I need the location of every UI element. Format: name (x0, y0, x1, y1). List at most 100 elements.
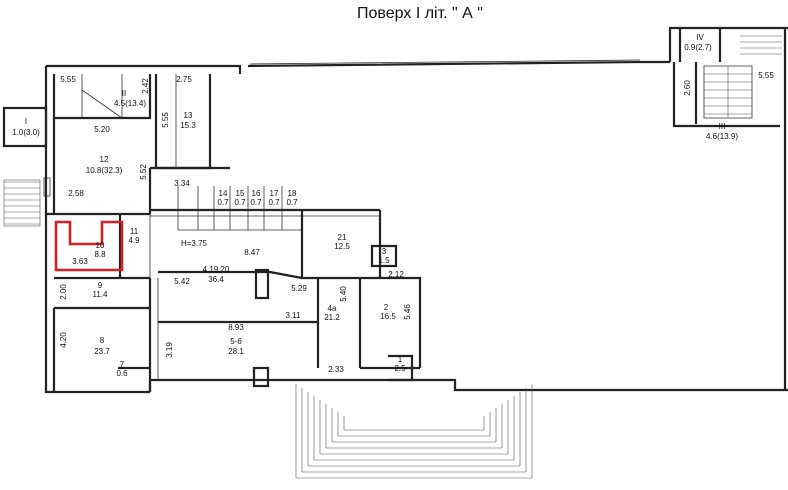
room-area: 23.7 (94, 347, 110, 356)
room-number: 9 (98, 281, 103, 290)
room-number: 1 (398, 355, 403, 364)
dim-label: 2.33 (328, 365, 344, 374)
room-labels: I 1.0(3.0) II 4.5(13.4) 13 15.3 12 10.8(… (12, 33, 738, 378)
room-number: 14 (219, 189, 228, 198)
room-number: 7 (120, 360, 125, 369)
stall-16: 16 0.7 (250, 189, 262, 207)
outer-walls (44, 26, 788, 394)
room-number: 21 (338, 233, 347, 242)
room-number: 18 (288, 189, 297, 198)
room-5-6: 5-6 28.1 (228, 337, 244, 356)
room-area: 28.1 (228, 347, 244, 356)
interior-walls (46, 28, 782, 392)
dim-label: 3.63 (72, 257, 88, 266)
room-area: 4.5(13.4) (114, 99, 146, 108)
dimension-labels: 5.55 2.42 2.75 5.55 5.20 5.52 3.34 2.5 8 … (59, 71, 774, 374)
front-steps (295, 384, 533, 479)
room-number: 17 (270, 189, 279, 198)
room-number: 10 (96, 241, 105, 250)
room-8: 8 23.7 (94, 336, 110, 356)
room-area: 0.9(2.7) (684, 43, 712, 52)
dim-label: 5.42 (174, 277, 190, 286)
room-area: 0.6 (116, 369, 128, 378)
room-area: 15.3 (180, 121, 196, 130)
room-9: 9 11.4 (93, 281, 109, 299)
room-21: 21 12.5 (334, 233, 350, 251)
room-number: 8 (100, 336, 105, 345)
room-2: 2 16.5 (380, 303, 396, 321)
room-area: 1.0(3.0) (12, 128, 40, 137)
room-area: 16.5 (380, 312, 396, 321)
dim-label: 5.20 (94, 125, 110, 134)
room-area: 4.9 (128, 236, 140, 245)
dim-label: 2.42 (141, 78, 150, 94)
room-area: 0.7 (250, 198, 262, 207)
room-4a: 4a 21.2 (324, 304, 340, 322)
dim-label: 5.40 (339, 286, 348, 302)
dim-label: 8.93 (228, 323, 244, 332)
dim-label: 2.75 (176, 75, 192, 84)
stall-14: 14 0.7 (217, 189, 229, 207)
room-II: II 4.5(13.4) (114, 89, 146, 108)
room-number: 2 (384, 303, 389, 312)
room-11: 11 4.9 (128, 227, 140, 245)
room-10: 10 8.8 (94, 241, 106, 259)
dim-label: 3.19 (165, 342, 174, 358)
room-number: 15 (236, 189, 245, 198)
dim-label: 2.12 (388, 270, 404, 279)
room-number: 5-6 (230, 337, 242, 346)
dim-label: 5.55 (60, 75, 76, 84)
room-IV: IV 0.9(2.7) (684, 33, 712, 52)
room-area: 10.8(32.3) (86, 166, 123, 175)
room-area: 2.5 (394, 364, 406, 373)
dim-label: 8.47 (244, 248, 260, 257)
highlighted-room-10 (54, 220, 124, 272)
room-area: 4.6(13.9) (706, 132, 738, 141)
room-number: II (122, 89, 126, 98)
room-area: 1.5 (378, 256, 390, 265)
room-area: 0.7 (234, 198, 246, 207)
stall-17: 17 0.7 (268, 189, 280, 207)
dim-label: 4.20 (59, 332, 68, 348)
dim-label: 5.52 (139, 164, 148, 180)
room-3: 3 1.5 (378, 247, 390, 265)
room-number: 12 (100, 155, 109, 164)
stall-15: 15 0.7 (234, 189, 246, 207)
dim-label: 5.55 (161, 112, 170, 128)
room-12: 12 10.8(32.3) (86, 155, 123, 175)
dim-label: 5.29 (291, 284, 307, 293)
room-area: 0.7 (286, 198, 298, 207)
room-area: 11.4 (93, 290, 109, 299)
room-number: 11 (130, 227, 139, 236)
dim-label: 5.55 (758, 71, 774, 80)
room-7: 7 0.6 (116, 360, 128, 378)
room-III: III 4.6(13.9) (706, 122, 738, 141)
room-number: III (719, 122, 726, 131)
dim-label: 2.58 (68, 189, 84, 198)
stall-18: 18 0.7 (286, 189, 298, 207)
room-I: I 1.0(3.0) (12, 117, 40, 137)
room-number: IV (696, 33, 704, 42)
room-area: 0.7 (217, 198, 229, 207)
left-entry (2, 106, 51, 227)
room-area: 0.7 (268, 198, 280, 207)
room-area: 8.8 (94, 250, 106, 259)
dim-label: 2.00 (59, 284, 68, 300)
room-area: 12.5 (334, 242, 350, 251)
dim-label: 3.34 (174, 179, 190, 188)
dim-label: H=3.75 (181, 239, 208, 248)
dim-label: 2.60 (683, 80, 692, 96)
room-area: 36.4 (208, 275, 224, 284)
room-13: 13 15.3 (180, 111, 196, 130)
room-number: 4a (328, 304, 337, 313)
plan-title: Поверх І літ. " А " (357, 5, 483, 22)
room-area: 21.2 (324, 313, 340, 322)
room-number: 3 (382, 247, 387, 256)
dim-label: 3.11 (286, 311, 302, 320)
room-number: 4,19,20 (203, 265, 230, 274)
room-1: 1 2.5 (394, 355, 406, 373)
room-number: 13 (184, 111, 193, 120)
room-number: 16 (252, 189, 261, 198)
room-number: I (25, 117, 27, 126)
